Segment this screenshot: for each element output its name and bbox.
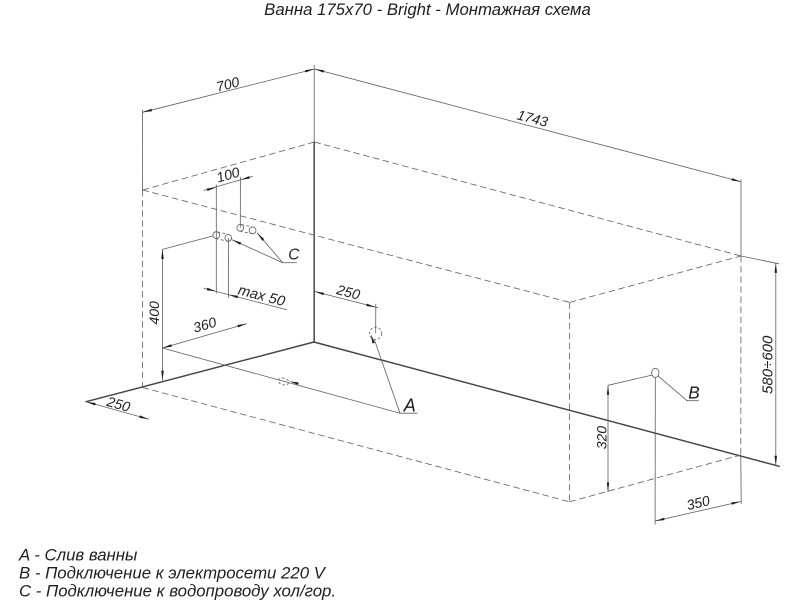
svg-text:C - Подключение к водопроводу: C - Подключение к водопроводу хол/гор. [19, 582, 336, 600]
svg-text:B - Подключение к электросети: B - Подключение к электросети 220 V [19, 564, 327, 583]
svg-text:400: 400 [146, 301, 162, 325]
svg-text:580÷600: 580÷600 [760, 335, 777, 394]
svg-text:A - Слив ванны: A - Слив ванны [18, 546, 138, 565]
svg-text:C: C [288, 246, 300, 263]
svg-text:Ванна 175х70 - Bright - Монтаж: Ванна 175х70 - Bright - Монтажная схема [264, 0, 591, 19]
svg-text:B: B [688, 382, 699, 402]
svg-text:320: 320 [593, 426, 609, 450]
svg-text:A: A [403, 396, 416, 416]
